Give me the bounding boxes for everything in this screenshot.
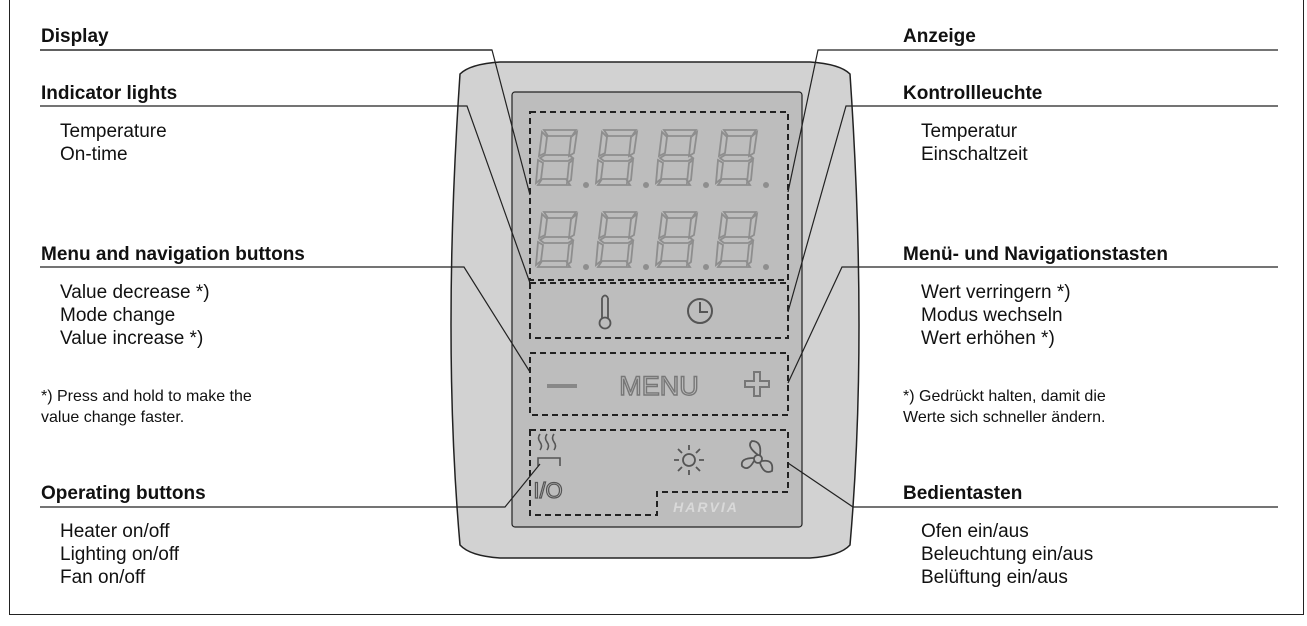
minus-button[interactable]	[547, 384, 577, 388]
menu-nav-list-de: Wert verringern *) Modus wechseln Wert e…	[921, 281, 1071, 350]
label-operating-de: Bedientasten	[903, 483, 1023, 504]
label-display-en: Display	[41, 26, 109, 47]
panel-face	[511, 91, 803, 528]
note-line: *) Press and hold to make the	[41, 388, 252, 405]
display-dots-row-2	[583, 264, 769, 270]
operating-region	[529, 429, 789, 516]
label-indicator-lights-de: Kontrollleuchte	[903, 83, 1043, 104]
menu-nav-item: Mode change	[60, 305, 176, 326]
label-display-de: Anzeige	[903, 26, 976, 47]
indicator-item: Temperatur	[921, 121, 1018, 142]
menu-nav-item: Wert verringern *)	[921, 282, 1071, 303]
note-de: *) Gedrückt halten, damit die Werte sich…	[903, 386, 1106, 428]
indicator-item: On-time	[60, 144, 128, 165]
menu-nav-list-en: Value decrease *) Mode change Value incr…	[60, 281, 210, 350]
menu-nav-item: Wert erhöhen *)	[921, 328, 1055, 349]
menu-button[interactable]: MENU	[619, 370, 700, 401]
diagram-frame	[9, 0, 1304, 615]
operating-item: Belüftung ein/aus	[921, 567, 1068, 588]
label-menu-nav-en: Menu and navigation buttons	[41, 244, 305, 265]
indicator-lights-list-de: Temperatur Einschaltzeit	[921, 120, 1028, 166]
label-menu-nav-de: Menü- und Navigationstasten	[903, 244, 1168, 265]
menu-nav-item: Value decrease *)	[60, 282, 210, 303]
label-operating-en: Operating buttons	[41, 483, 206, 504]
label-indicator-lights-en: Indicator lights	[41, 83, 178, 104]
menu-nav-item: Modus wechseln	[921, 305, 1063, 326]
brand-logo: HARVIA	[673, 499, 739, 515]
operating-item: Ofen ein/aus	[921, 521, 1029, 542]
leader-lines	[40, 49, 1278, 508]
note-line: Werte sich schneller ändern.	[903, 409, 1106, 426]
note-line: *) Gedrückt halten, damit die	[903, 388, 1106, 405]
operating-list-de: Ofen ein/aus Beleuchtung ein/aus Belüftu…	[921, 520, 1093, 589]
note-en: *) Press and hold to make the value chan…	[41, 386, 252, 428]
display-dots-row-1	[583, 182, 769, 188]
operating-list-en: Heater on/off Lighting on/off Fan on/off	[60, 520, 179, 589]
operating-item: Lighting on/off	[60, 544, 180, 565]
clock-icon	[687, 298, 713, 324]
heater-icon[interactable]	[537, 433, 561, 466]
light-icon[interactable]	[674, 445, 704, 475]
note-line: value change faster.	[41, 409, 185, 426]
indicator-lights-list-en: Temperature On-time	[60, 120, 167, 166]
operating-item: Beleuchtung ein/aus	[921, 544, 1094, 565]
plus-button[interactable]	[744, 371, 770, 397]
menu-nav-item: Value increase *)	[60, 328, 204, 349]
thermometer-icon	[598, 294, 612, 330]
io-label: I/O	[533, 478, 562, 503]
operating-item: Fan on/off	[60, 567, 146, 588]
indicator-item: Temperature	[60, 121, 167, 142]
operating-item: Heater on/off	[60, 521, 170, 542]
display-region	[529, 111, 789, 281]
indicator-item: Einschaltzeit	[921, 144, 1028, 165]
fan-icon[interactable]	[740, 440, 774, 473]
